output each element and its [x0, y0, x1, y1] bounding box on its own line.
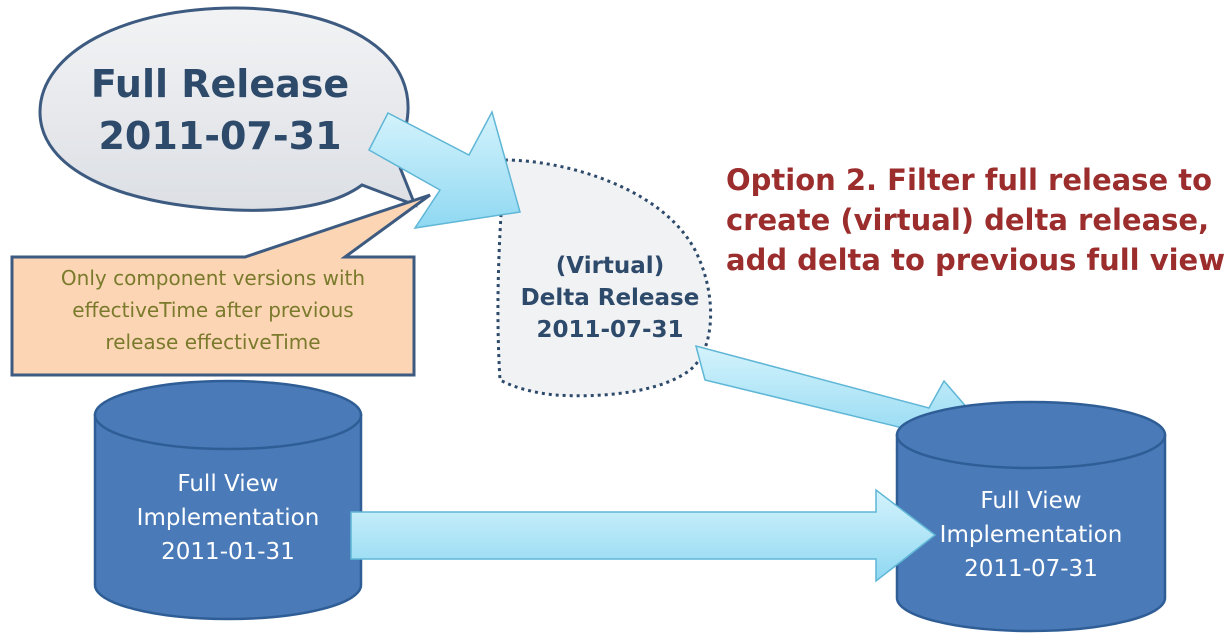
delta-release-date: 2011-07-31: [536, 317, 684, 343]
right-database: [895, 400, 1167, 633]
option-line-2: create (virtual) delta release,: [726, 203, 1210, 237]
right-database-label: Full View Implementation 2011-07-31: [897, 484, 1165, 586]
right-db-line-1: Full View: [980, 488, 1082, 514]
delta-release-label: (Virtual) Delta Release 2011-07-31: [510, 250, 710, 346]
delta-release-title: Delta Release: [520, 285, 700, 311]
option-line-1: Option 2. Filter full release to: [726, 163, 1212, 197]
arrow-full-to-delta: [368, 110, 521, 229]
full-release-title: Full Release: [90, 62, 350, 106]
arrow-db-to-db: [350, 488, 937, 583]
option-description: Option 2. Filter full release to create …: [726, 160, 1226, 280]
option-line-3: add delta to previous full view: [726, 243, 1226, 277]
callout-line-2: effectiveTime after previous: [72, 298, 354, 322]
callout-box: [10, 193, 431, 377]
left-database: [93, 379, 363, 621]
callout-line-3: release effectiveTime: [105, 330, 321, 354]
full-release-label: Full Release 2011-07-31: [70, 58, 370, 162]
delta-release-qualifier: (Virtual): [555, 253, 665, 279]
right-db-line-2: Implementation: [939, 522, 1123, 548]
callout-text: Only component versions with effectiveTi…: [14, 262, 412, 358]
right-db-line-3: 2011-07-31: [964, 556, 1098, 582]
delta-release-bubble: [496, 158, 712, 398]
callout-line-1: Only component versions with: [60, 266, 366, 290]
left-db-line-1: Full View: [177, 471, 279, 497]
full-release-date: 2011-07-31: [98, 114, 342, 158]
left-db-line-2: Implementation: [136, 505, 320, 531]
full-release-bubble: [38, 6, 418, 212]
left-db-line-3: 2011-01-31: [161, 539, 295, 565]
left-database-label: Full View Implementation 2011-01-31: [95, 467, 361, 569]
